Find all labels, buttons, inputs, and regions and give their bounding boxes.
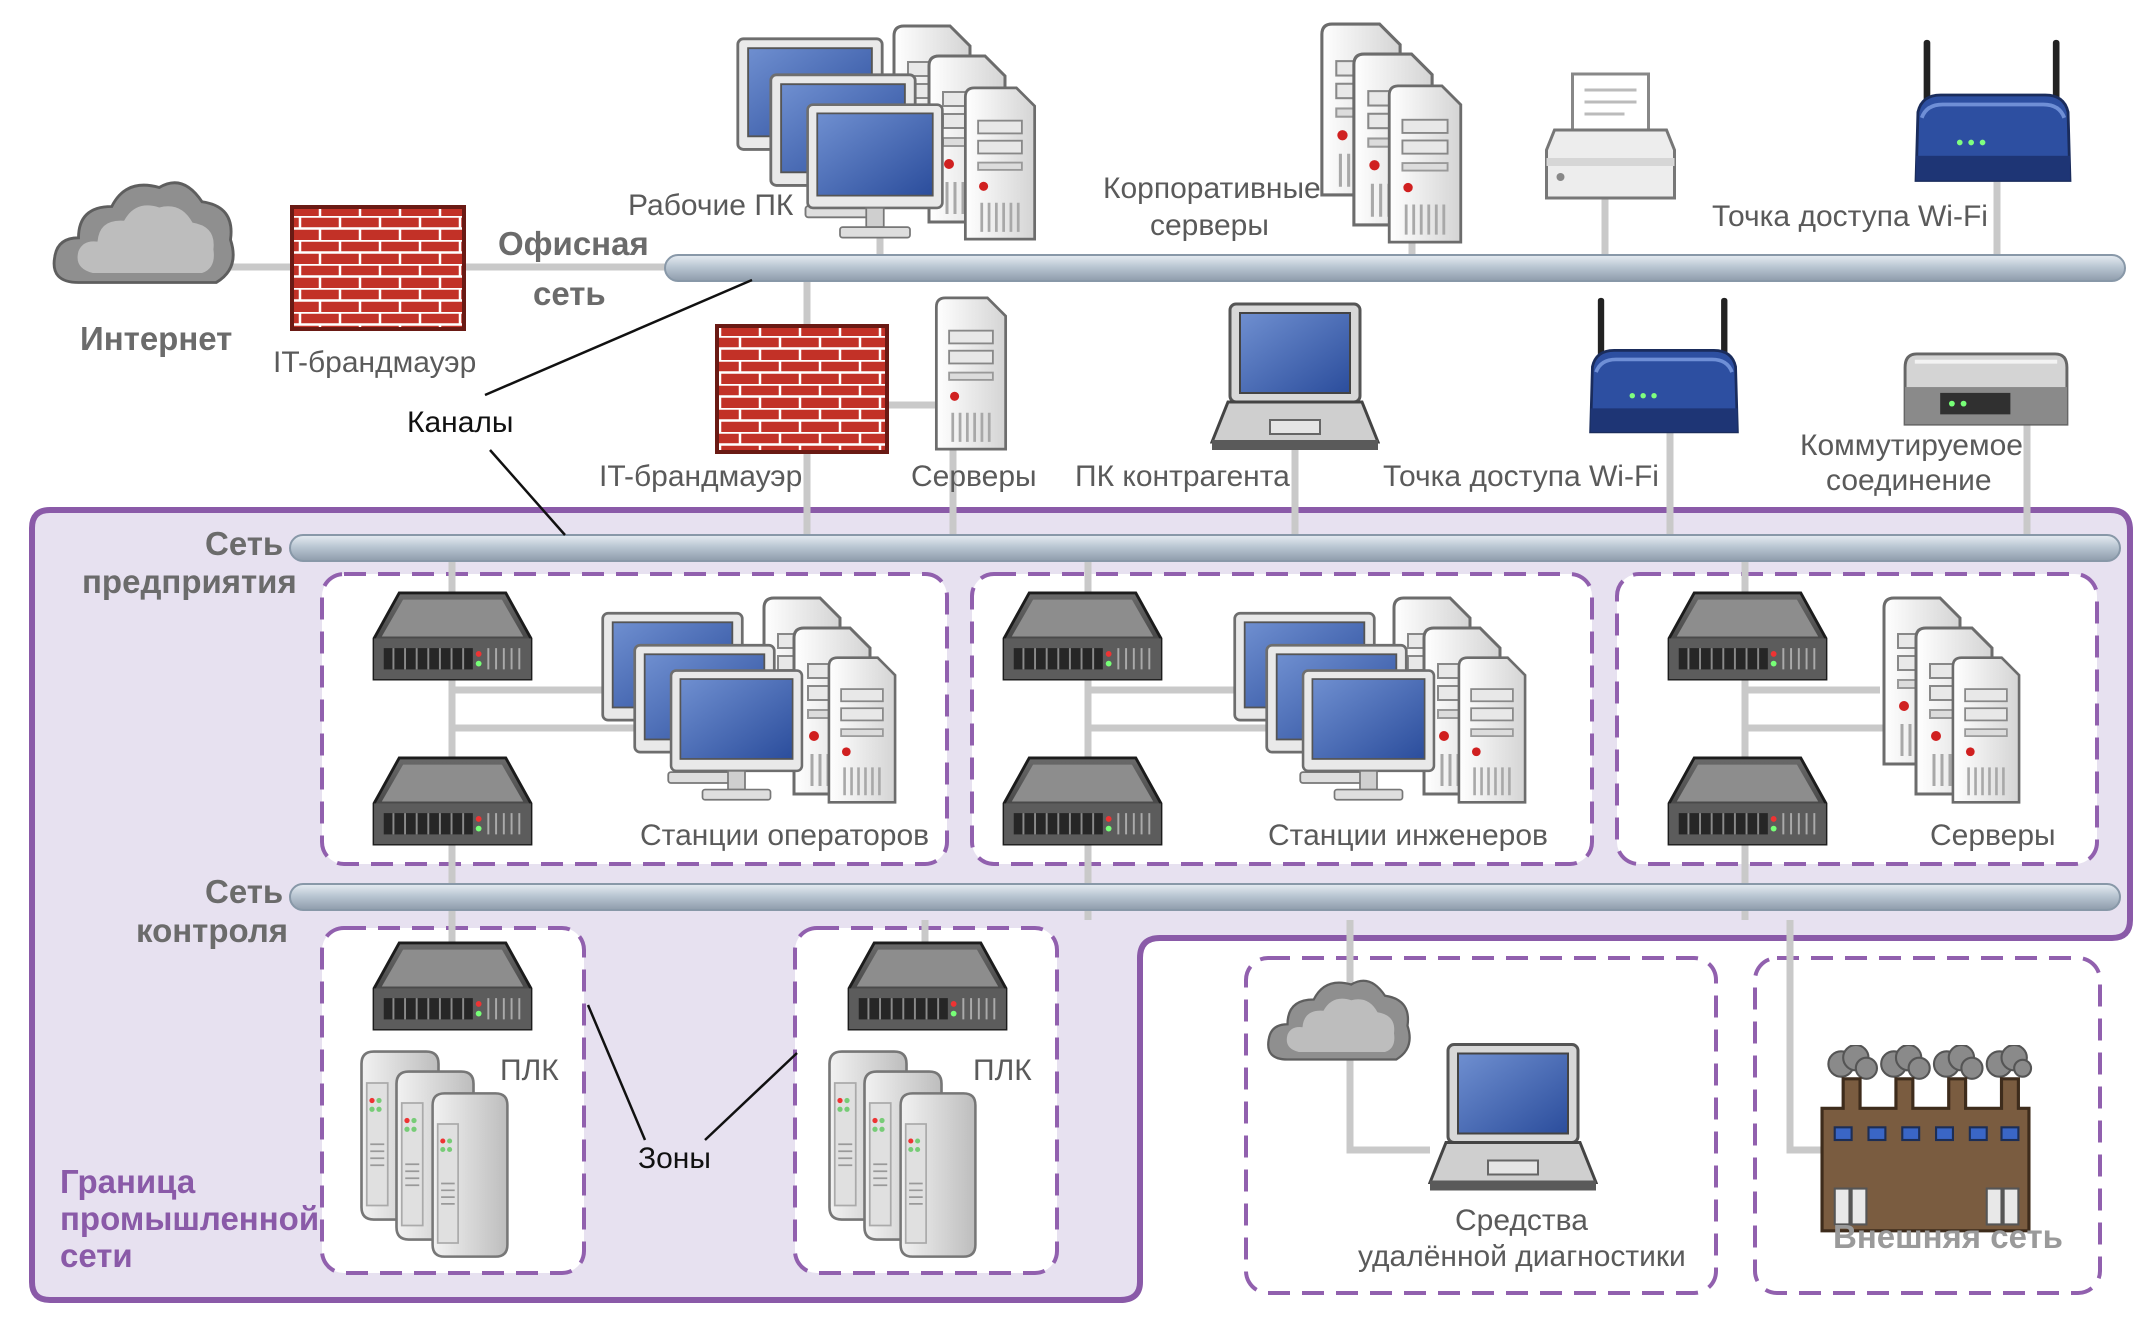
network-switch-icon: [1002, 756, 1163, 846]
label-remote-diag-1: Средства: [1455, 1204, 1588, 1237]
label-enterprise-net-2: предприятия: [82, 563, 297, 600]
server-tower-icon: [1951, 656, 2021, 804]
server-tower-icon: [1387, 84, 1463, 244]
label-control-net-2: контроля: [136, 912, 288, 949]
network-switch-icon: [847, 941, 1008, 1031]
network-switch-icon: [1002, 591, 1163, 681]
network-switch-icon: [1667, 756, 1828, 846]
label-it-firewall-top: IT-брандмауэр: [273, 346, 476, 379]
label-channels: Каналы: [407, 406, 513, 439]
network-switch-icon: [372, 941, 533, 1031]
label-contractor-pc: ПК контрагента: [1075, 460, 1290, 493]
plc-rack-icon: [899, 1091, 977, 1259]
label-dialup-2: соединение: [1826, 464, 1992, 497]
network-switch-icon: [1667, 591, 1828, 681]
label-enterprise-net-1: Сеть: [205, 525, 283, 562]
network-switch-icon: [372, 756, 533, 846]
firewall-icon: [290, 205, 466, 331]
label-operator-stations: Станции операторов: [640, 819, 929, 852]
label-it-firewall-mid: IT-брандмауэр: [599, 460, 802, 493]
label-internet: Интернет: [80, 320, 232, 357]
label-servers-mid: Серверы: [911, 460, 1037, 493]
label-wifi-top: Точка доступа Wi-Fi: [1712, 200, 1988, 233]
label-engineer-stations: Станции инженеров: [1268, 819, 1548, 852]
office-bus: [664, 254, 2126, 282]
label-boundary-3: сети: [60, 1237, 133, 1274]
label-plc-1: ПЛК: [500, 1054, 559, 1087]
printer-icon: [1544, 72, 1677, 200]
label-plc-2: ПЛК: [973, 1054, 1032, 1087]
server-tower-icon: [827, 656, 897, 804]
label-wifi-mid: Точка доступа Wi-Fi: [1383, 460, 1659, 493]
server-tower-icon: [934, 296, 1008, 451]
server-tower-icon: [1457, 656, 1527, 804]
label-external-net: Внешняя сеть: [1833, 1218, 2063, 1255]
label-servers-zone: Серверы: [1930, 819, 2056, 852]
label-zones: Зоны: [638, 1142, 711, 1175]
zones-pointer: [586, 1004, 798, 1141]
channels-pointer: [484, 278, 753, 536]
laptop-icon: [1428, 1042, 1598, 1193]
enterprise-bus: [289, 534, 2121, 562]
label-corp-servers-1: Корпоративные: [1103, 172, 1321, 205]
firewall-icon: [715, 324, 889, 454]
network-switch-icon: [372, 591, 533, 681]
label-office-net-2: сеть: [533, 275, 606, 312]
label-boundary-2: промышленной: [60, 1200, 319, 1237]
label-dialup-1: Коммутируемое: [1800, 429, 2023, 462]
cloud-icon: [52, 181, 235, 284]
label-control-net-1: Сеть: [205, 873, 283, 910]
wifi-router-icon: [1591, 298, 1738, 432]
label-corp-servers-2: серверы: [1150, 209, 1269, 242]
wifi-router-icon: [1916, 40, 2070, 181]
label-boundary-1: Граница: [60, 1163, 196, 1200]
modem-icon: [1905, 354, 2067, 424]
label-work-pcs: Рабочие ПК: [628, 189, 794, 222]
control-bus: [289, 883, 2121, 911]
plc-rack-icon: [431, 1091, 509, 1259]
label-remote-diag-2: удалённой диагностики: [1358, 1240, 1686, 1273]
laptop-icon: [1210, 302, 1380, 452]
label-office-net-1: Офисная: [498, 225, 649, 262]
server-tower-icon: [963, 86, 1037, 241]
